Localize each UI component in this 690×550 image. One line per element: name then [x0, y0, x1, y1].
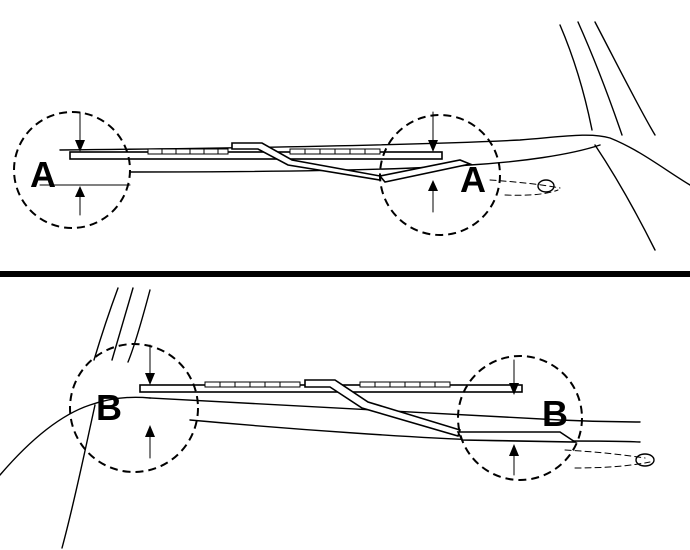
- top-right-callout-label: A: [460, 159, 486, 200]
- top-pivot-dash-2: [504, 189, 559, 196]
- bottom-left-arrow-down-icon: [145, 373, 155, 385]
- bottom-a-pillar-lower: [61, 404, 96, 549]
- bottom-panel: B B: [0, 287, 655, 549]
- top-left-callout-label: A: [30, 154, 56, 195]
- top-left-arrow-down-icon: [75, 140, 85, 152]
- bottom-right-callout-label: B: [542, 393, 568, 434]
- bottom-pillar-1: [93, 287, 119, 361]
- bottom-fender-curve: [0, 396, 151, 476]
- top-panel: A A: [13, 21, 690, 251]
- bottom-pivot-dash-2: [574, 461, 651, 469]
- top-pillar-edge: [594, 21, 656, 136]
- top-right-arrow-up-icon: [428, 180, 438, 191]
- top-pillar-outline: [559, 24, 593, 131]
- top-right-arrow-down-icon: [428, 140, 438, 152]
- top-cowl-line: [594, 144, 656, 251]
- bottom-left-callout-label: B: [96, 387, 122, 428]
- panel-divider: [0, 271, 690, 277]
- bottom-left-callout-circle: [69, 343, 199, 473]
- bottom-pivot-nut: [635, 453, 655, 467]
- bottom-right-arrow-up-icon: [509, 444, 519, 456]
- top-left-callout-circle: [13, 111, 131, 229]
- bottom-left-arrow-up-icon: [145, 425, 155, 437]
- top-pivot-nut: [537, 179, 555, 193]
- top-pillar-inner: [577, 21, 623, 136]
- bottom-pillar-3: [127, 289, 151, 363]
- top-wiper-arm-shank: [378, 159, 473, 183]
- bottom-blade-segments: [204, 381, 451, 388]
- bottom-windshield-edge: [149, 397, 641, 423]
- bottom-pillar-2: [111, 287, 134, 361]
- top-blade-segments: [147, 148, 381, 155]
- top-wiper-blade: [69, 151, 443, 160]
- bottom-right-arrow-down-icon: [509, 383, 519, 395]
- bottom-right-callout-circle: [457, 355, 583, 481]
- top-left-arrow-up-icon: [75, 186, 85, 197]
- bottom-wiper-arm: [304, 379, 462, 437]
- top-pivot-dash: [489, 179, 561, 189]
- top-right-callout-circle: [379, 114, 501, 236]
- bottom-pivot-dash: [564, 449, 646, 459]
